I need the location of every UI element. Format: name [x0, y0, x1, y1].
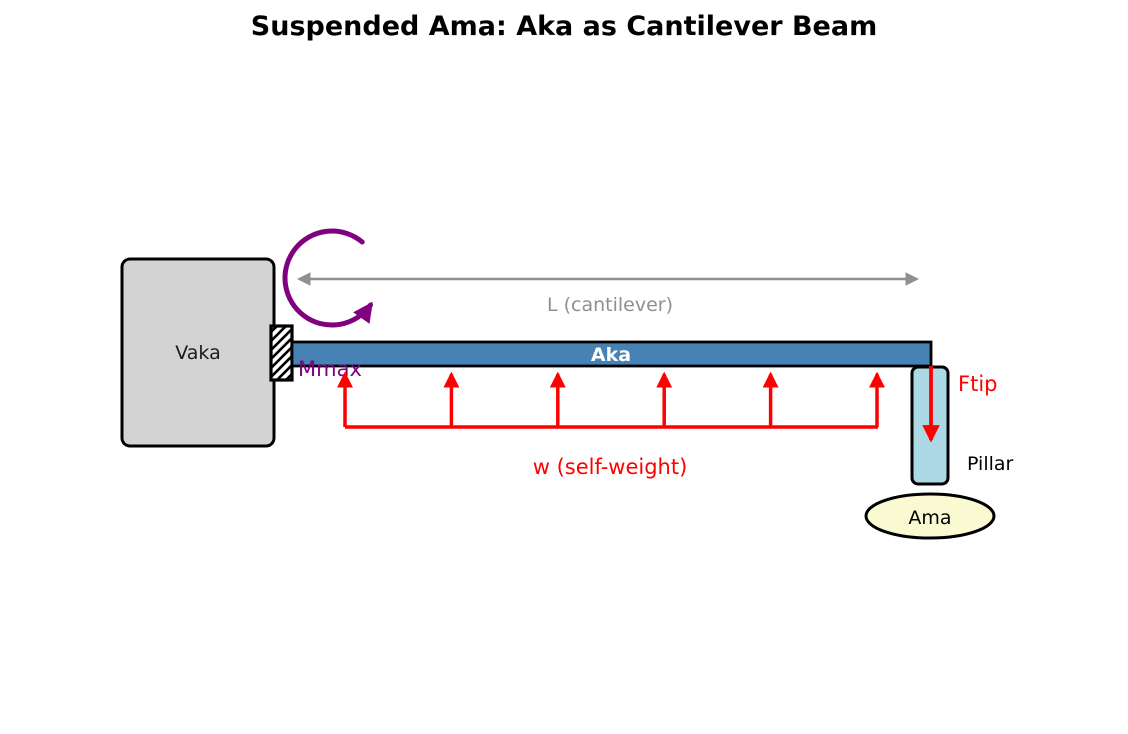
load-label: w (self-weight)	[533, 455, 688, 479]
fixed-support-hatch	[269, 324, 294, 382]
mmax-label: Mmax	[298, 357, 362, 381]
span-label: L (cantilever)	[547, 294, 673, 316]
moment-arc-arrow	[282, 228, 373, 328]
figure-title: Suspended Ama: Aka as Cantilever Beam	[250, 11, 878, 42]
vaka-label: Vaka	[175, 342, 220, 364]
aka-beam-label: Aka	[591, 344, 631, 366]
tip-force-label: Ftip	[958, 372, 997, 396]
ama-label: Ama	[908, 507, 951, 529]
aka-beam	[290, 340, 933, 368]
ama-float-ellipse	[864, 492, 996, 540]
pillar-label: Pillar	[967, 453, 1014, 475]
